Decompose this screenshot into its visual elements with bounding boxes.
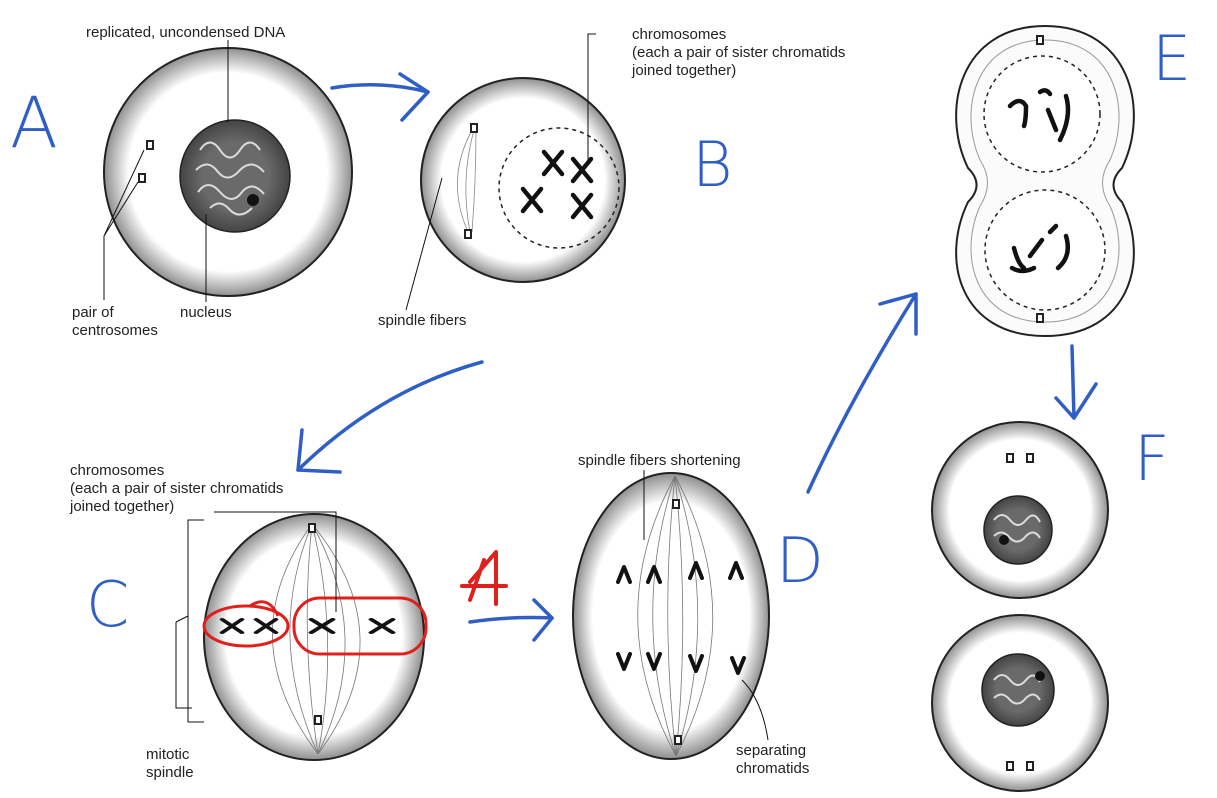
cell-a-interphase bbox=[104, 40, 352, 302]
label-mitotic-spindle: mitotic spindle bbox=[146, 746, 194, 782]
label-separating-chromatids: separating chromatids bbox=[736, 742, 809, 778]
label-replicated-dna: replicated, uncondensed DNA bbox=[86, 24, 285, 42]
cell-b-prophase bbox=[406, 34, 625, 310]
cell-e-telophase bbox=[956, 26, 1134, 336]
label-chromosomes-b: chromosomes (each a pair of sister chrom… bbox=[632, 26, 845, 80]
arrow-c-to-d bbox=[470, 600, 552, 640]
nucleus-a bbox=[180, 120, 290, 232]
arrow-a-to-b bbox=[332, 74, 428, 120]
label-spindle-fibers: spindle fibers bbox=[378, 312, 466, 330]
label-chromosomes-c: chromosomes (each a pair of sister chrom… bbox=[70, 462, 283, 516]
stage-letter-d: D bbox=[776, 530, 824, 592]
stage-letter-b: B bbox=[692, 134, 733, 196]
cell-c-metaphase bbox=[176, 512, 426, 760]
stage-letter-f: F bbox=[1134, 428, 1170, 490]
cell-d-anaphase bbox=[573, 470, 769, 759]
arrow-d-to-e bbox=[808, 294, 916, 492]
arrow-b-to-c bbox=[298, 362, 482, 472]
stage-letter-a: A bbox=[10, 88, 58, 158]
label-pair-of-centrosomes: pair of centrosomes bbox=[72, 304, 158, 340]
label-spindle-fibers-shortening: spindle fibers shortening bbox=[578, 452, 741, 470]
red-star-mark bbox=[462, 552, 506, 604]
arrow-e-to-f bbox=[1056, 346, 1096, 418]
label-nucleus: nucleus bbox=[180, 304, 232, 322]
stage-letter-e: E bbox=[1152, 28, 1191, 90]
stage-letter-c: C bbox=[86, 574, 129, 636]
cell-f-daughter-cells bbox=[932, 422, 1108, 791]
